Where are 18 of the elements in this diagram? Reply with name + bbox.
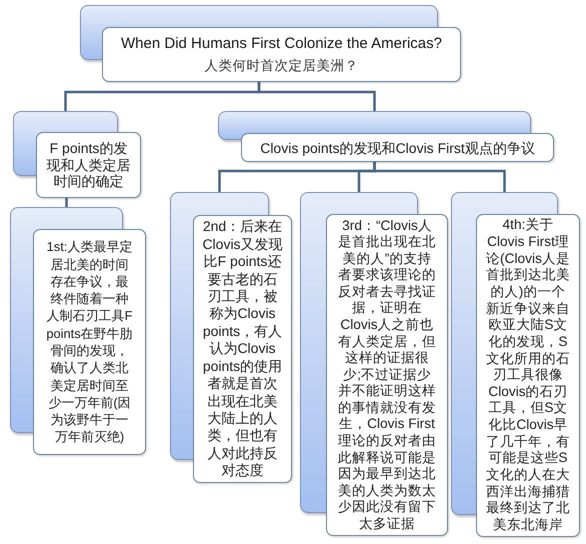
node-text: 4th:关于Clovis First理论(Clovis人是首批到达北美的人)的一个新近争议来自欧亚大陆S文化的发现，S文化所用的石刃工具很像Clovis的石刃工具，但S文化比Clovis早了几千年，有可能是这些S文化的人在大西洋出海捕猎最终到达了北美东北海岸 (485, 217, 571, 534)
stacked-card (218, 111, 554, 162)
heading-text: When Did Humans First Colonize the Americas? (121, 34, 442, 54)
stacked-card (80, 5, 461, 82)
connector-line (65, 198, 68, 207)
stacked-card (170, 192, 292, 483)
stacked-card (451, 192, 580, 537)
stacked-card (300, 192, 448, 536)
stacked-card (10, 207, 146, 455)
node-text: 1st:人类最早定居北美的时间存在争议，最终件随着一种人制石刃工具F points在野牛肋骨间的发现，确认了人类北美定居时间至少一万年前(因为该野牛于一万年前灭绝) (46, 238, 133, 446)
node-text: 3rd：“Clovis人是首批出现在北美的人”的支持者要求该理论的反对者去寻找证据，证明在Clovis人之前也有人类定居，但这样的证据很少;不过证据少并不能证明这样的事情就没有发生，Clovis First理论的反对者由此解释说可能是因为最早到达北美的人类为数太少因此没有留下太多证据 (337, 218, 437, 532)
connector-line (258, 82, 376, 111)
subheading-text: 人类何时首次定居美洲？ (204, 57, 358, 75)
node-text: Clovis points的发现和Clovis First观点的争议 (260, 138, 535, 156)
node-text: F points的发现和人类定居时间的确定 (46, 140, 132, 190)
node-text: 2nd：后来在Clovis又发现比F points还要古老的石刃工具，被称为Clovis points，有人认为Clovis points的使用者就是首次出现在北美大陆上的人类，但也有人对此持反对态度 (202, 218, 284, 480)
stacked-card (13, 111, 141, 198)
connector-line (373, 162, 506, 192)
